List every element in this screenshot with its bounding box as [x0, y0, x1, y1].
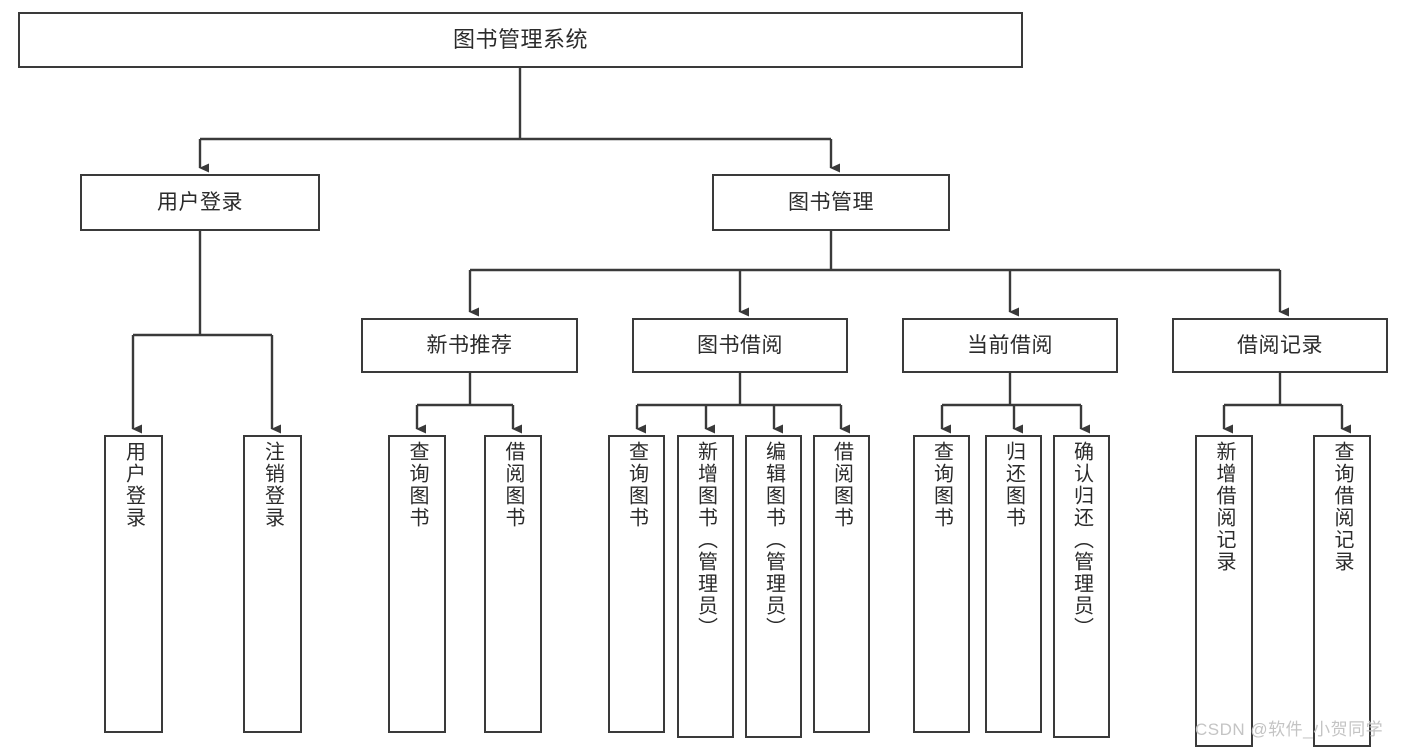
node-leaf-query-borrow-record-label: 查询借阅记录: [1331, 441, 1353, 573]
node-leaf-user-login[interactable]: 用户登录: [104, 435, 163, 733]
node-leaf-query-book-current[interactable]: 查询图书: [913, 435, 970, 733]
node-leaf-add-book-admin[interactable]: 新增图书（管理员）: [677, 435, 734, 738]
node-borrow-record-label: 借阅记录: [1237, 333, 1323, 357]
node-leaf-query-book-recommend[interactable]: 查询图书: [388, 435, 446, 733]
node-book-management-label: 图书管理: [788, 190, 874, 214]
node-leaf-confirm-return-admin[interactable]: 确认归还（管理员）: [1053, 435, 1110, 738]
node-leaf-add-book-admin-label: 新增图书（管理员）: [694, 441, 717, 639]
node-borrow-record[interactable]: 借阅记录: [1172, 318, 1388, 373]
node-current-borrow-label: 当前借阅: [967, 333, 1053, 357]
node-book-management[interactable]: 图书管理: [712, 174, 950, 231]
node-book-borrow[interactable]: 图书借阅: [632, 318, 848, 373]
node-leaf-user-login-label: 用户登录: [122, 441, 145, 529]
node-leaf-query-book-borrow[interactable]: 查询图书: [608, 435, 665, 733]
node-leaf-borrow-book-recommend-label: 借阅图书: [502, 441, 524, 529]
node-leaf-edit-book-admin-label: 编辑图书（管理员）: [762, 441, 785, 639]
node-leaf-query-book-current-label: 查询图书: [930, 441, 953, 529]
node-leaf-query-book-borrow-label: 查询图书: [625, 441, 648, 529]
node-leaf-borrow-book-recommend[interactable]: 借阅图书: [484, 435, 542, 733]
node-leaf-edit-book-admin[interactable]: 编辑图书（管理员）: [745, 435, 802, 738]
node-root[interactable]: 图书管理系统: [18, 12, 1023, 68]
node-leaf-add-borrow-record[interactable]: 新增借阅记录: [1195, 435, 1253, 747]
node-leaf-add-borrow-record-label: 新增借阅记录: [1213, 441, 1235, 573]
node-current-borrow[interactable]: 当前借阅: [902, 318, 1118, 373]
node-leaf-confirm-return-admin-label: 确认归还（管理员）: [1070, 441, 1093, 639]
node-leaf-user-logout-label: 注销登录: [261, 441, 284, 529]
node-leaf-query-borrow-record[interactable]: 查询借阅记录: [1313, 435, 1371, 747]
node-user-login[interactable]: 用户登录: [80, 174, 320, 231]
node-leaf-borrow-book[interactable]: 借阅图书: [813, 435, 870, 733]
node-user-login-label: 用户登录: [157, 190, 243, 214]
node-new-book-recommend-label: 新书推荐: [426, 333, 513, 357]
node-leaf-borrow-book-label: 借阅图书: [830, 441, 853, 529]
node-new-book-recommend[interactable]: 新书推荐: [361, 318, 578, 373]
csdn-watermark: CSDN @软件_小贺同学: [1195, 720, 1384, 739]
node-leaf-return-book[interactable]: 归还图书: [985, 435, 1042, 733]
node-leaf-user-logout[interactable]: 注销登录: [243, 435, 302, 733]
node-leaf-query-book-recommend-label: 查询图书: [406, 441, 428, 529]
node-book-borrow-label: 图书借阅: [697, 333, 783, 357]
node-root-label: 图书管理系统: [452, 26, 588, 52]
node-leaf-return-book-label: 归还图书: [1002, 441, 1025, 529]
